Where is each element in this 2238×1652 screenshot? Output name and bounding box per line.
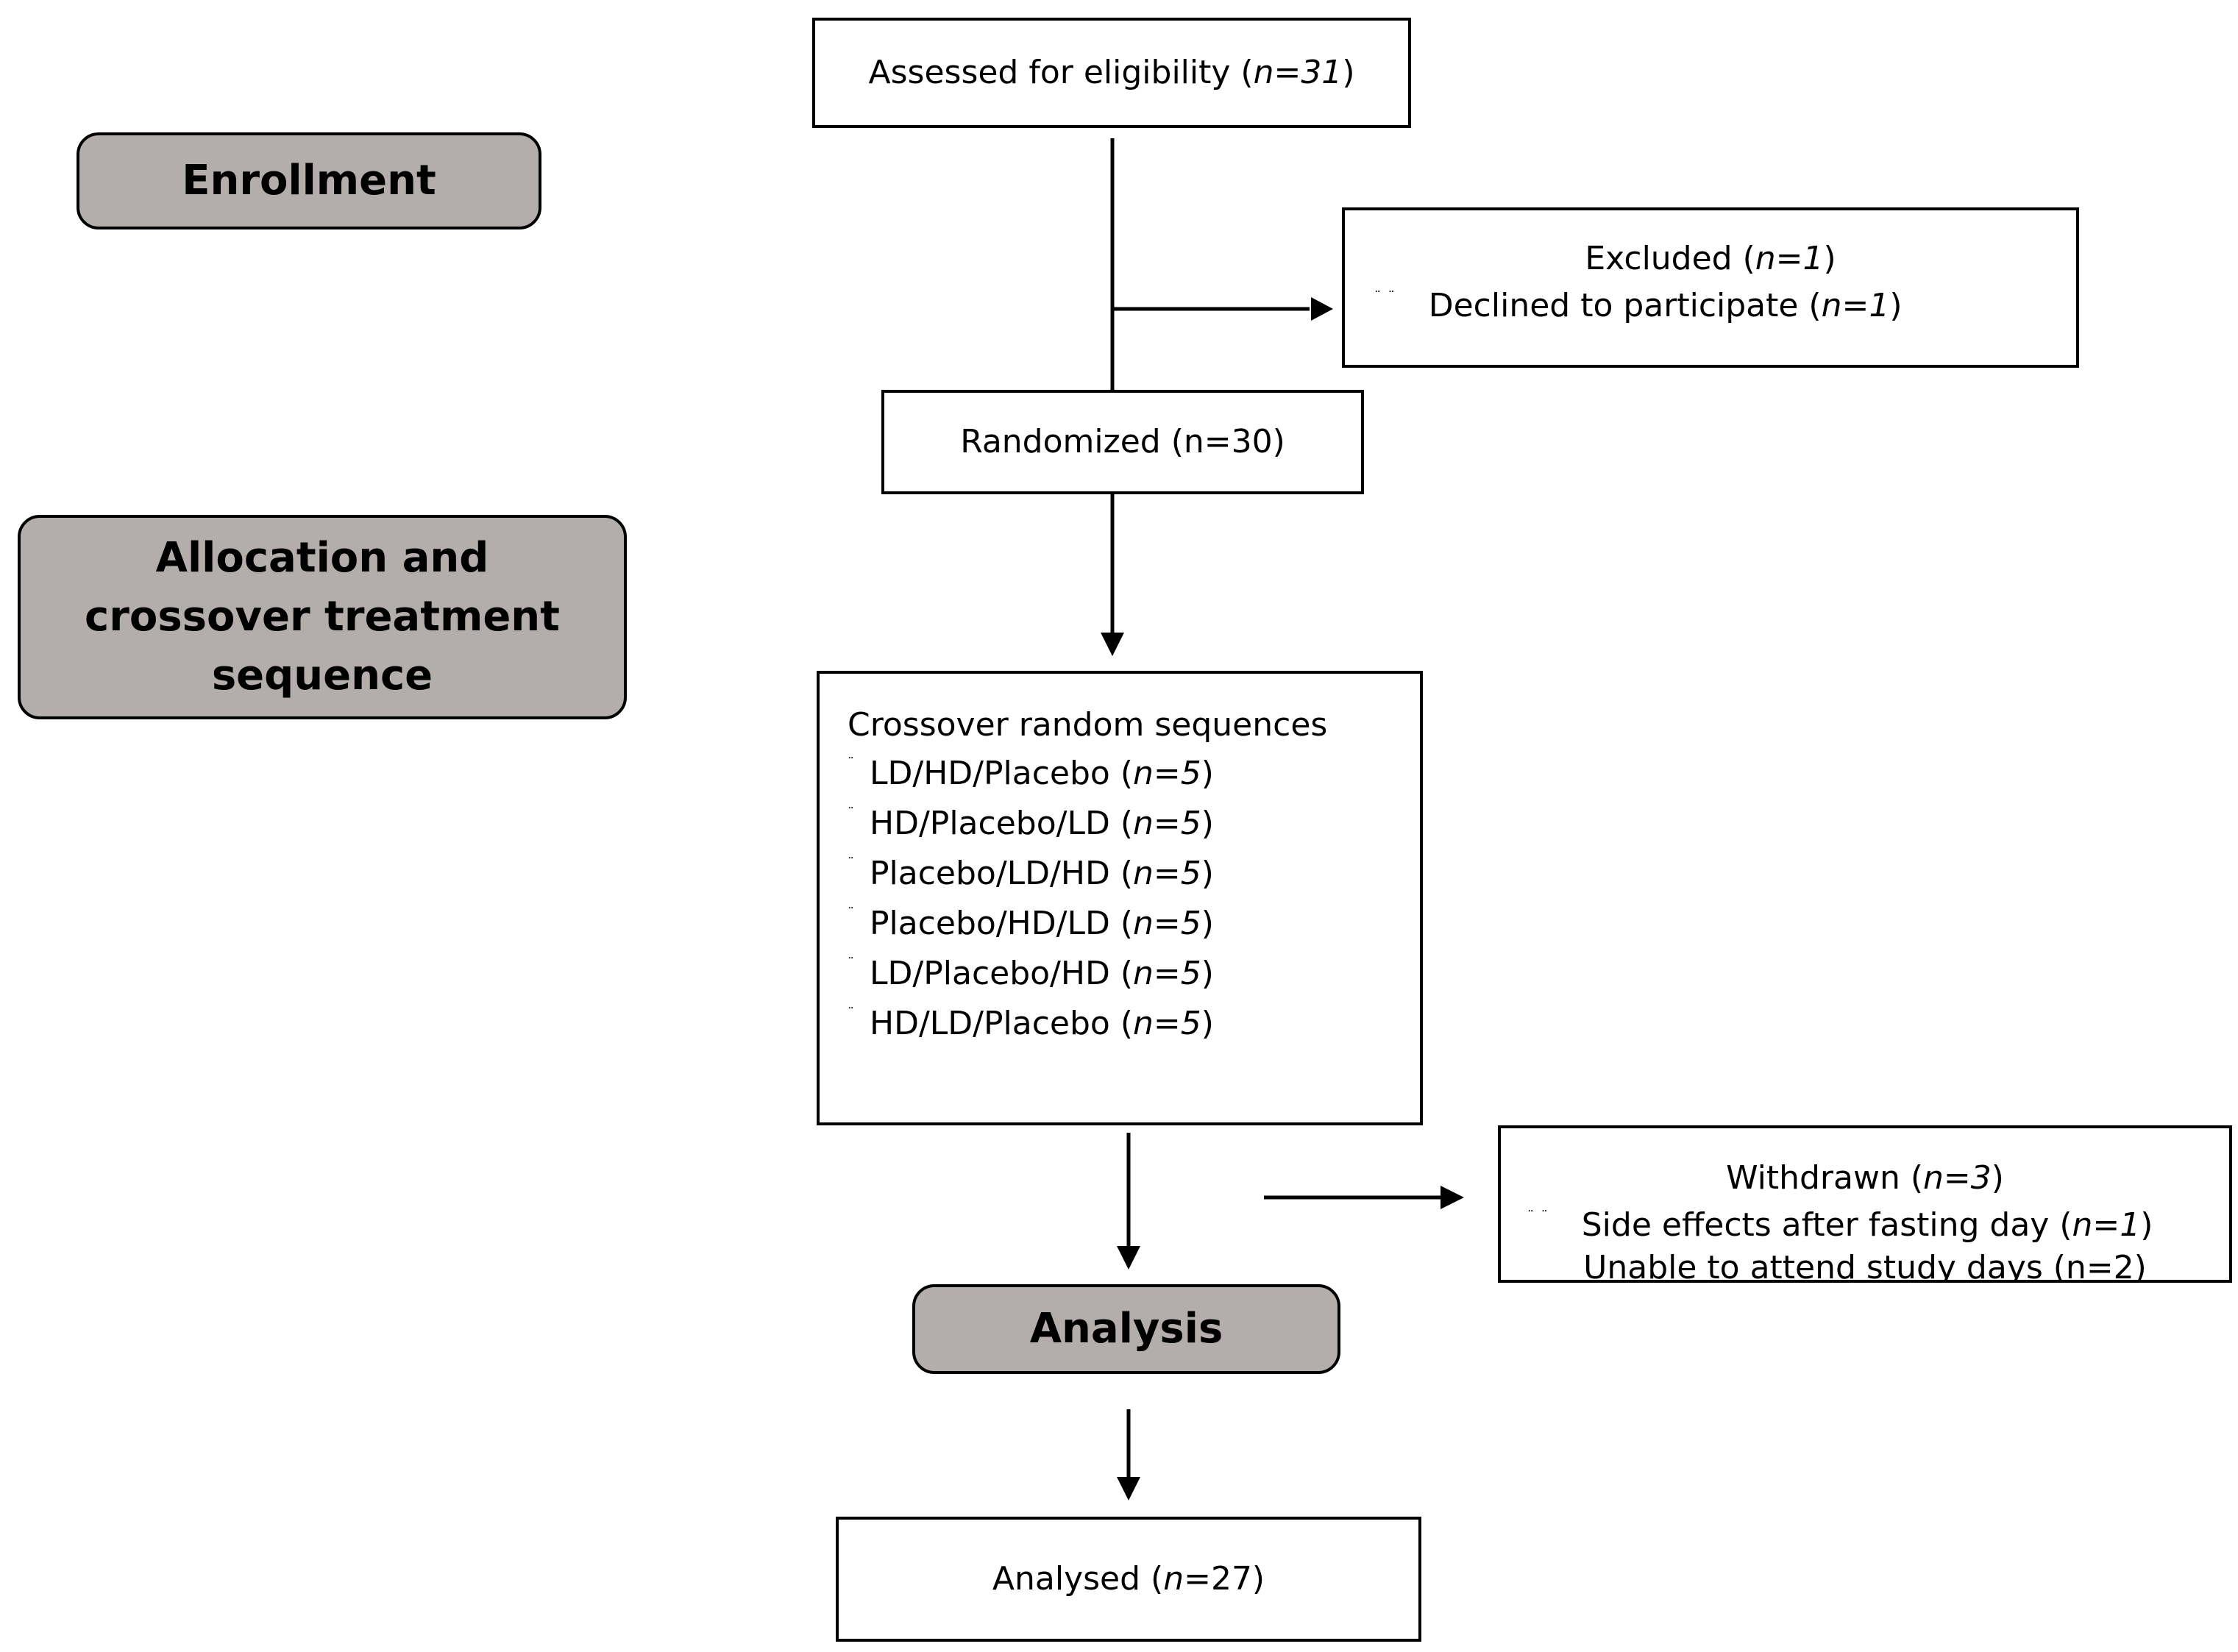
crossover-item: ¨ HD/LD/Placebo (n=5) [848, 999, 1420, 1049]
arrowhead-crossover [1101, 633, 1124, 656]
crossover-item-n: n=5 [1133, 805, 1201, 842]
randomized-box: Randomized (n=30) [881, 390, 1364, 494]
analysed-label: Analysed ( [992, 1560, 1164, 1598]
arrowhead-withdrawn [1441, 1186, 1464, 1209]
excluded-title: Excluded (n=1) [1345, 235, 2076, 282]
withdrawn-title: Withdrawn (n=3) [1501, 1155, 2229, 1202]
bullet-icon: ¨ [848, 755, 856, 771]
phase-analysis: Analysis [912, 1284, 1340, 1374]
excluded-reason-close: ) [1889, 287, 1903, 324]
crossover-item-close: ) [1201, 855, 1214, 892]
randomized-label: Randomized (n=30) [960, 423, 1285, 460]
withdrawn-reason1-label: Side effects after fasting day ( [1581, 1206, 2072, 1244]
arrowhead-excluded [1311, 297, 1333, 321]
arrowhead-analysed [1117, 1477, 1140, 1500]
crossover-item-label: Placebo/LD/HD ( [870, 855, 1133, 892]
excluded-reason-n: n=1 [1821, 287, 1890, 324]
crossover-item: ¨ Placebo/LD/HD (n=5) [848, 849, 1420, 899]
analysed-rest: =27) [1184, 1560, 1265, 1598]
analysed-text: Analysed (n=27) [992, 1556, 1265, 1603]
bullet-icon: ¨ ¨ [1374, 289, 1396, 305]
bullet-icon: ¨ [848, 855, 856, 871]
bullet-icon: ¨ [848, 1005, 856, 1021]
bullet-icon: ¨ [848, 955, 856, 971]
arrowhead-analysis [1117, 1246, 1140, 1270]
excluded-title-n: n=1 [1755, 240, 1824, 277]
crossover-item-label: LD/Placebo/HD ( [870, 955, 1133, 992]
withdrawn-reason2-row: Unable to attend study days (n=2) [1501, 1245, 2229, 1283]
crossover-box: Crossover random sequences ¨ LD/HD/Placeb… [817, 671, 1423, 1125]
withdrawn-reason2-label: Unable to attend study days (n=2) [1583, 1249, 2147, 1283]
bullet-icon: ¨ [848, 805, 856, 821]
crossover-item: ¨ HD/Placebo/LD (n=5) [848, 799, 1420, 849]
assessed-box: Assessed for eligibility (n=31) [812, 18, 1411, 128]
withdrawn-reason1-row: ¨ ¨ Side effects after fasting day (n=1) [1501, 1202, 2229, 1249]
withdrawn-title-label: Withdrawn ( [1726, 1159, 1923, 1197]
crossover-item-close: ) [1201, 955, 1214, 992]
crossover-item-n: n=5 [1133, 955, 1201, 992]
phase-enrollment-label: Enrollment [182, 157, 436, 204]
crossover-item-label: Placebo/HD/LD ( [870, 905, 1133, 942]
crossover-item-n: n=5 [1133, 755, 1201, 792]
bullet-icon: ¨ ¨ [1527, 1208, 1549, 1224]
phase-analysis-label: Analysis [1029, 1305, 1223, 1353]
withdrawn-box: Withdrawn (n=3) ¨ ¨ Side effects after fa… [1498, 1125, 2232, 1283]
withdrawn-reason1-close: ) [2140, 1206, 2153, 1244]
phase-allocation-label: Allocation and crossover treatment seque… [85, 534, 560, 699]
assessed-label: Assessed for eligibility ( [868, 54, 1254, 91]
assessed-n: n=31 [1253, 54, 1343, 91]
crossover-item: ¨ LD/Placebo/HD (n=5) [848, 949, 1420, 999]
excluded-title-label: Excluded ( [1585, 240, 1755, 277]
crossover-title: Crossover random sequences [848, 706, 1328, 744]
withdrawn-reason1-n: n=1 [2072, 1206, 2141, 1244]
withdrawn-title-close: ) [1991, 1159, 2004, 1197]
crossover-item-n: n=5 [1133, 855, 1201, 892]
analysed-n: n [1163, 1560, 1184, 1598]
crossover-item-close: ) [1201, 805, 1214, 842]
excluded-reason-row: ¨ ¨ Declined to participate (n=1) [1345, 282, 2076, 330]
crossover-item-close: ) [1201, 1005, 1214, 1042]
crossover-item: ¨ Placebo/HD/LD (n=5) [848, 899, 1420, 949]
crossover-item-label: LD/HD/Placebo ( [870, 755, 1133, 792]
assessed-text: Assessed for eligibility (n=31) [869, 49, 1355, 96]
crossover-item-close: ) [1201, 755, 1214, 792]
crossover-item-label: HD/LD/Placebo ( [870, 1005, 1133, 1042]
crossover-item-label: HD/Placebo/LD ( [870, 805, 1133, 842]
phase-allocation: Allocation and crossover treatment seque… [18, 515, 627, 719]
excluded-title-close: ) [1823, 240, 1836, 277]
assessed-close: ) [1342, 54, 1355, 91]
phase-enrollment: Enrollment [77, 132, 541, 229]
bullet-icon: ¨ [848, 905, 856, 921]
excluded-reason-label: Declined to participate ( [1428, 287, 1822, 324]
crossover-item-close: ) [1201, 905, 1214, 942]
crossover-item: ¨ LD/HD/Placebo (n=5) [848, 749, 1420, 799]
crossover-item-n: n=5 [1133, 1005, 1201, 1042]
analysed-box: Analysed (n=27) [836, 1517, 1421, 1642]
withdrawn-title-n: n=3 [1923, 1159, 1992, 1197]
excluded-box: Excluded (n=1) ¨ ¨Declined to participat… [1342, 207, 2079, 368]
crossover-item-n: n=5 [1133, 905, 1201, 942]
